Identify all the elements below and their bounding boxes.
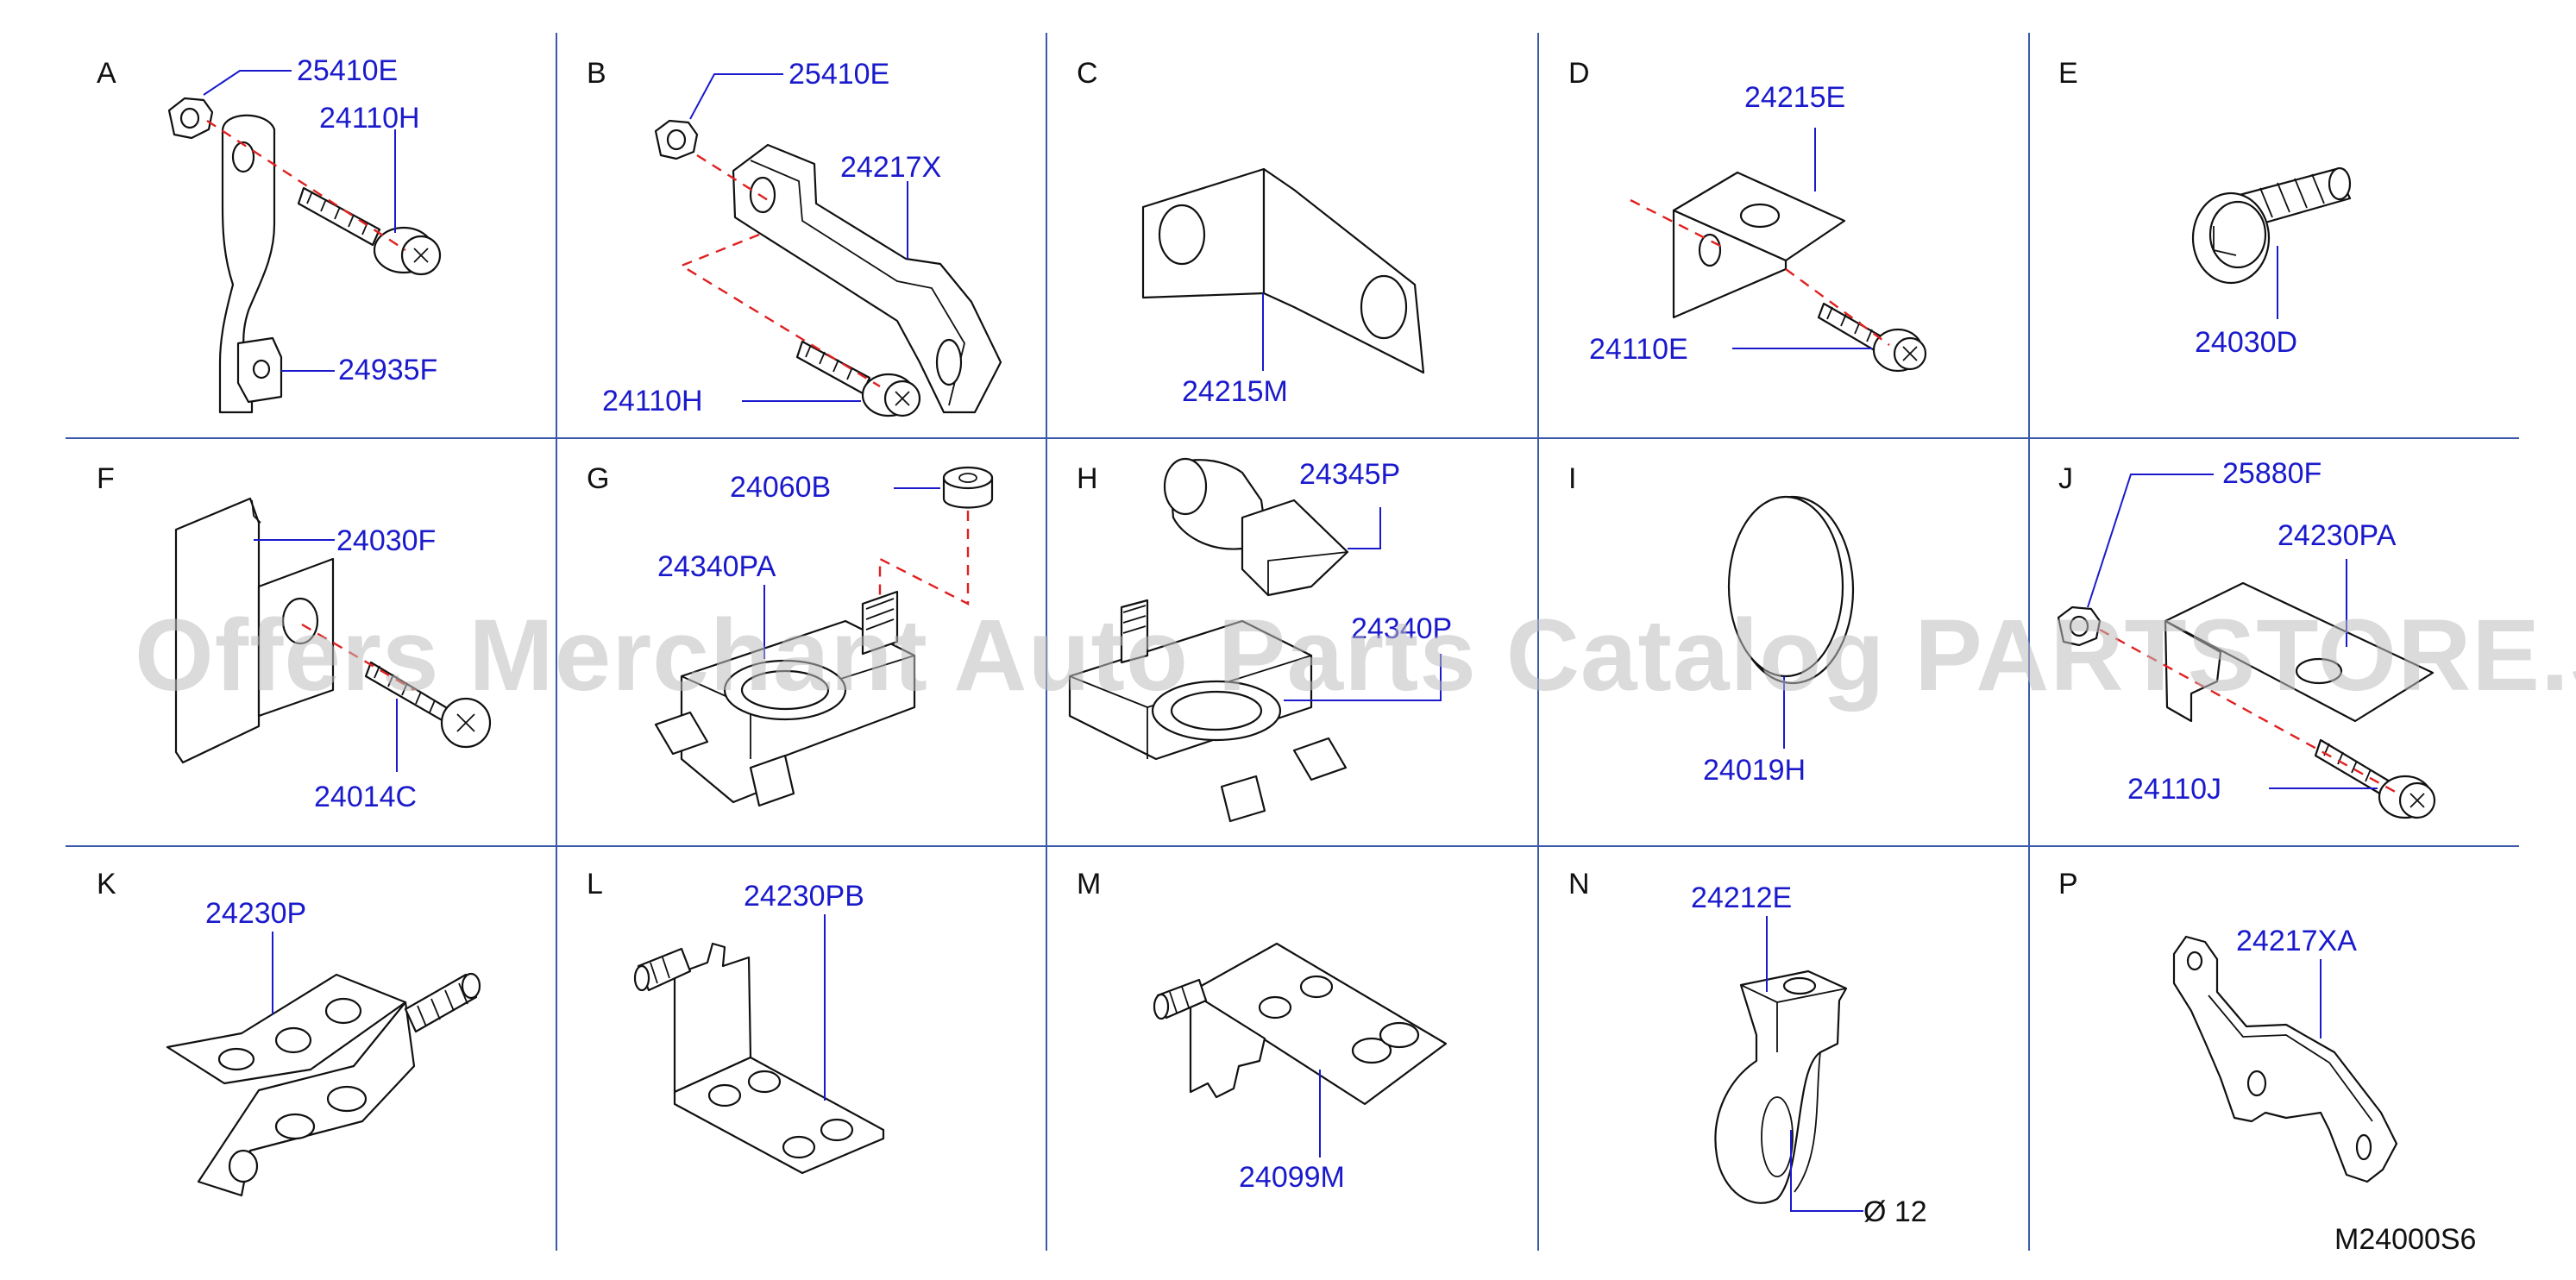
clip-bolt	[2191, 166, 2352, 285]
angle-bracket	[1153, 942, 1448, 1106]
angle-bracket	[1672, 171, 1846, 319]
terminal-bracket	[166, 972, 481, 1197]
cell-m: M 24099M	[1077, 868, 1448, 1194]
part-number: 24215E	[1744, 81, 1845, 114]
angle-bracket	[633, 942, 885, 1175]
flange-bolt	[1817, 302, 1927, 373]
terminal-cap	[1163, 457, 1349, 597]
part-number: 25880F	[2222, 457, 2322, 490]
cell-d: D 24215E 24110E	[1568, 57, 1927, 373]
battery-terminal	[654, 590, 916, 807]
cell-k: K 24230P	[97, 868, 481, 1197]
cell-c: C 24215M	[1077, 57, 1425, 408]
part-number: 24030F	[336, 524, 436, 557]
cell-letter: D	[1568, 57, 1590, 90]
battery-terminal	[1068, 599, 1348, 823]
square-nut	[236, 336, 283, 404]
bracket	[2172, 935, 2398, 1183]
hex-nut	[654, 119, 699, 160]
hex-nut	[2057, 605, 2102, 647]
cell-letter: P	[2058, 868, 2078, 900]
part-number: 24215M	[1182, 375, 1288, 408]
cell-letter: A	[97, 57, 116, 90]
flange-bolt	[2314, 738, 2436, 819]
part-number: 24060B	[730, 471, 831, 504]
cell-g: G 24060B 24340PA	[587, 462, 994, 807]
spacer-nut	[942, 466, 994, 509]
grid-lines	[66, 33, 2519, 1251]
part-number: 24230P	[205, 897, 306, 930]
part-number: 24212E	[1691, 882, 1792, 914]
cell-a: A 25410E 24110H 24935F	[97, 54, 442, 414]
cell-letter: B	[587, 57, 606, 90]
cell-letter: I	[1568, 462, 1576, 495]
part-number: 24345P	[1299, 458, 1400, 491]
cell-letter: L	[587, 868, 603, 900]
part-number: 24230PA	[2278, 519, 2397, 552]
part-number: 25410E	[789, 58, 889, 91]
cell-l: L 24230PB	[587, 868, 885, 1175]
bracket-plate	[2164, 581, 2435, 723]
cell-h: H 24345P 24340P	[1068, 457, 1452, 823]
cell-letter: J	[2058, 462, 2073, 495]
part-number: 24030D	[2195, 326, 2297, 359]
part-number: 24230PB	[744, 880, 864, 913]
cell-f: F 24030F 24014C	[97, 462, 492, 813]
bracket	[732, 143, 1002, 414]
cable-clamp	[1714, 969, 1848, 1204]
cell-letter: C	[1077, 57, 1098, 90]
angle-bracket	[1141, 167, 1425, 374]
cell-i: I 24019H	[1568, 462, 1855, 787]
cell-letter: F	[97, 462, 115, 495]
diagram-reference-code: M24000S6	[2334, 1223, 2476, 1256]
cell-j: J 25880F 24230PA 24110J	[2057, 457, 2436, 819]
part-number: 24099M	[1239, 1161, 1345, 1194]
cell-letter: G	[587, 462, 609, 495]
part-number: 24110H	[602, 385, 703, 417]
part-number: 24217XA	[2236, 925, 2357, 957]
part-number: 24110H	[319, 102, 420, 135]
part-number: 24935F	[338, 354, 437, 386]
cell-letter: N	[1568, 868, 1590, 900]
part-number: 25410E	[297, 54, 398, 87]
cell-letter: H	[1077, 462, 1098, 495]
dimension-label: Ø 12	[1863, 1195, 1927, 1228]
cell-n: N 24212E Ø 12	[1568, 868, 1927, 1228]
part-number: 24110J	[2127, 773, 2221, 806]
cell-letter: M	[1077, 868, 1101, 900]
screw	[364, 661, 492, 749]
part-number: 24340P	[1351, 612, 1452, 645]
cover-plate	[174, 497, 335, 764]
part-number: 24014C	[314, 781, 417, 813]
watermark: Offers Merchant Auto Parts Catalog PARTS…	[135, 599, 2576, 712]
cell-letter: K	[97, 868, 116, 900]
cap-disc	[1727, 495, 1855, 685]
cell-b: B 25410E 24217X 24110H	[587, 57, 1002, 417]
flange-bolt	[795, 340, 921, 417]
cell-letter: E	[2058, 57, 2078, 90]
part-number: 24340PA	[657, 550, 776, 583]
hex-nut	[167, 97, 214, 140]
flange-bolt	[297, 186, 442, 276]
part-number: 24110E	[1589, 333, 1688, 366]
part-number: 24217X	[840, 151, 941, 184]
cell-p: P 24217XA	[2058, 868, 2398, 1183]
cell-e: E 24030D	[2058, 57, 2352, 359]
part-number: 24019H	[1703, 754, 1806, 787]
